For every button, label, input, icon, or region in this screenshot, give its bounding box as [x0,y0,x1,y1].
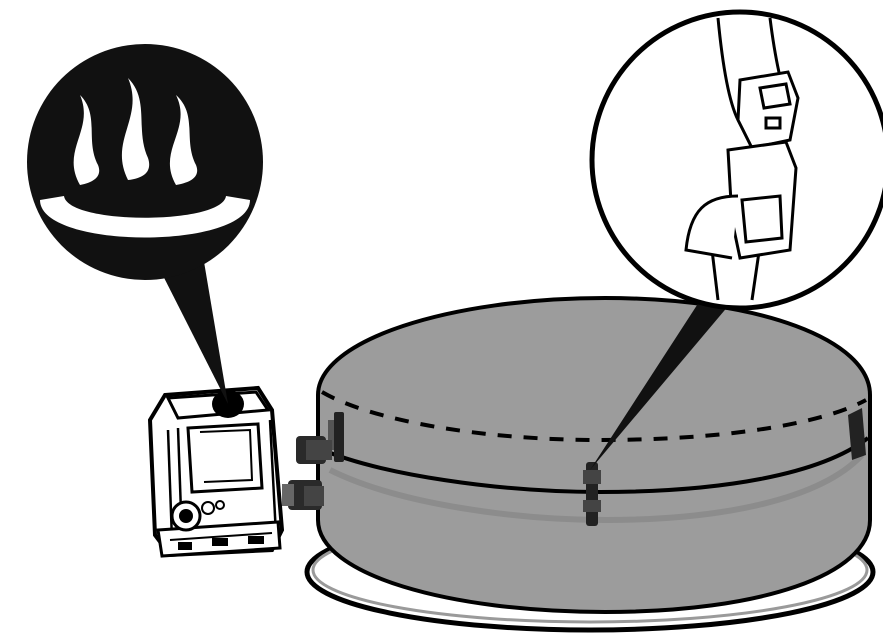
strap-clip-front [583,462,601,526]
heater-icon [40,78,250,238]
pump-unit [147,385,285,558]
strap-clip-right [848,408,866,460]
buckle-callout [589,9,883,470]
hot-tub-body [316,295,872,615]
heater-callout [27,44,263,404]
cover-seam-line [317,436,870,495]
hose-connectors [282,436,332,510]
strap-clip-left [328,412,344,462]
buckle-icon [684,17,800,301]
